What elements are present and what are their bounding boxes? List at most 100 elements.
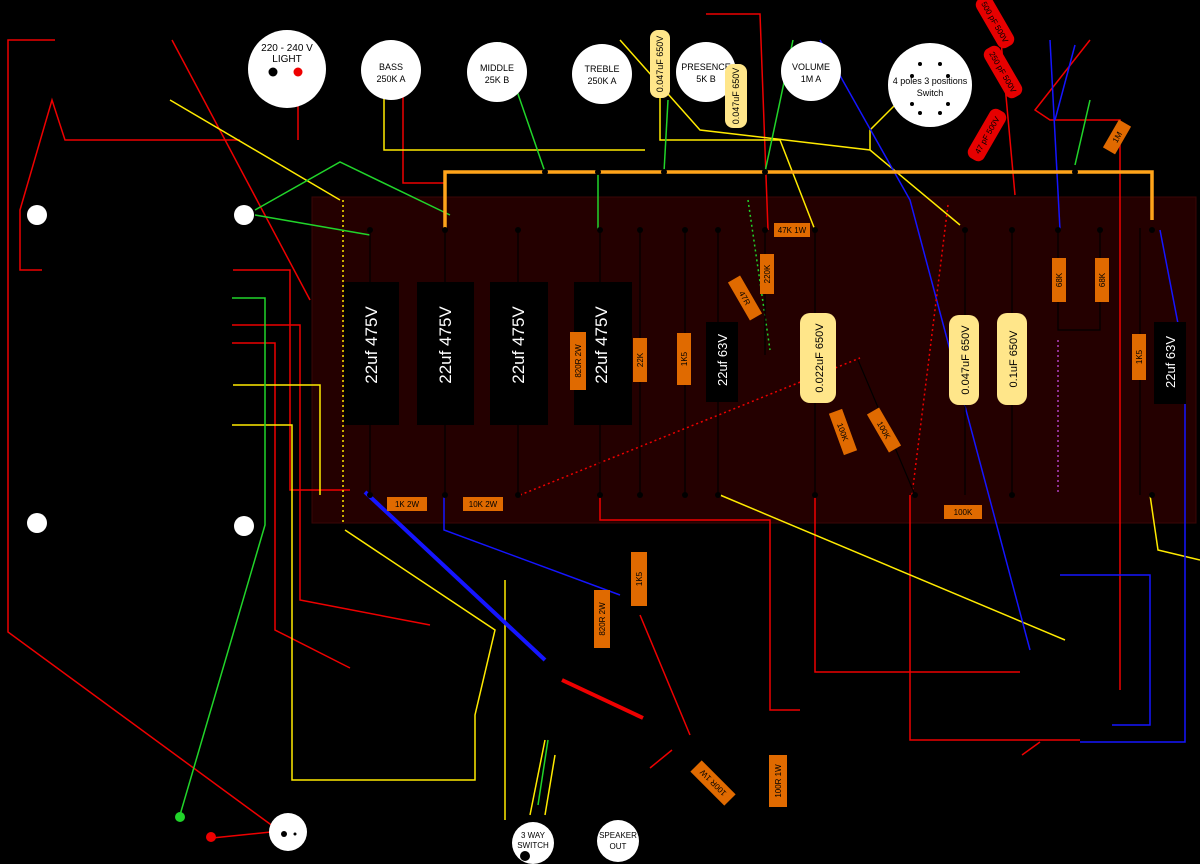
red-wire (639, 614, 691, 736)
bass-pot[interactable]: BASS 250K A (361, 40, 421, 100)
turret-dots (367, 169, 1155, 498)
resistor: 10K 2W (463, 497, 503, 511)
blue-wire (819, 39, 1031, 651)
blue-wire (1049, 39, 1061, 231)
middle-pot-label: MIDDLE (480, 63, 514, 73)
green-wire (254, 214, 371, 236)
green-terminal (175, 812, 185, 822)
yellow-wire (659, 72, 816, 231)
yellow-wire (544, 754, 556, 816)
red-wire (1033, 39, 1121, 690)
resistor-220k-label: 220K (763, 264, 772, 283)
resistor-22k-label: 22K (636, 352, 645, 367)
resistor: 47K 1W (774, 223, 810, 237)
resistor: 100K (944, 505, 982, 519)
resistor: 100K (828, 408, 858, 456)
four-pole-switch-label-2: Switch (917, 88, 944, 98)
wiring (7, 13, 1200, 839)
resistor-1k5-b-label: 1K5 (1135, 349, 1144, 364)
cap-c3-label: 22uf 475V (509, 306, 528, 384)
blue-wire (1080, 229, 1186, 743)
red-wire (649, 749, 673, 769)
film-cap: 0.047uF 650V (949, 315, 979, 405)
three-way-switch[interactable]: 3 WAY SWITCH (512, 822, 554, 864)
resistor: 1M (1102, 119, 1132, 155)
blue-wire (443, 495, 621, 596)
resistor-68k-b-label: 68K (1098, 272, 1107, 287)
volume-pot-label: VOLUME (792, 62, 830, 72)
three-way-switch-label-1: 3 WAY (521, 831, 546, 840)
green-wire (663, 99, 669, 173)
input-jack[interactable] (269, 813, 307, 851)
film-cap-top2-label: 0.047uF 650V (731, 68, 741, 125)
film-cap: 0.047uF 650V (725, 64, 747, 128)
resistor: 47R (727, 275, 763, 321)
red-wire-thick (561, 678, 644, 720)
ht-bus-orange (443, 170, 1154, 230)
resistor-100k-c-label: 100K (954, 508, 973, 517)
treble-pot-value: 250K A (587, 76, 616, 86)
green-dotted-wire (747, 199, 771, 351)
yellow-wire (232, 424, 496, 781)
yellow-wire (383, 95, 645, 151)
three-way-switch-label-2: SWITCH (517, 841, 549, 850)
cap-c6-label: 22uf 63V (1163, 336, 1178, 388)
resistor: 1K 2W (387, 497, 427, 511)
speaker-out-jack[interactable]: SPEAKER OUT (597, 820, 639, 862)
electrolytic-cap: 22uf 475V (344, 282, 399, 425)
resistor-1k5-a-label: 1K5 (680, 351, 689, 366)
red-wire (19, 97, 240, 271)
red-wire (232, 342, 351, 669)
red-wire (909, 495, 1080, 741)
four-pole-switch-label-1: 4 poles 3 positions (893, 76, 968, 86)
film-cap-0047-label: 0.047uF 650V (960, 325, 972, 395)
cap-c2-label: 22uf 475V (436, 306, 455, 384)
resistor-47k-label: 47K 1W (778, 226, 807, 235)
resistor: 1K5 (1132, 334, 1146, 380)
resistor: 220K (760, 254, 774, 294)
film-cap-top1-label: 0.047uF 650V (655, 36, 665, 93)
red-dotted-wire (911, 204, 949, 496)
resistor: 820R 2W (594, 590, 610, 648)
resistor-820-top-label: 820R 2W (574, 344, 583, 378)
resistor-100r1w-b-label: 100R 1W (774, 764, 783, 798)
film-cap-01-label: 0.1uF 650V (1008, 330, 1020, 388)
blue-wire (1060, 574, 1151, 726)
bass-pot-value: 250K A (376, 74, 405, 84)
cap-c5-label: 22uf 63V (715, 334, 730, 386)
four-pole-switch[interactable]: 4 poles 3 positions Switch (888, 43, 972, 127)
yellow-wire (529, 739, 546, 816)
resistor: 22K (633, 338, 647, 382)
blue-wire (1054, 44, 1076, 121)
volume-pot[interactable]: VOLUME 1M A (781, 41, 841, 101)
middle-pot[interactable]: MIDDLE 25K B (467, 42, 527, 102)
green-wire (537, 739, 549, 806)
film-cap-0022-label: 0.022uF 650V (814, 323, 826, 393)
electrolytic-cap: 22uf 63V (1154, 322, 1186, 404)
green-wire (254, 161, 451, 216)
yellow-wire (719, 494, 1066, 641)
resistor-10k2w-label: 10K 2W (469, 500, 498, 509)
middle-pot-value: 25K B (485, 75, 510, 85)
green-wire (1074, 99, 1091, 166)
volume-pot-value: 1M A (801, 74, 822, 84)
resistor: 1K5 (677, 333, 691, 385)
treble-pot[interactable]: TREBLE 250K A (572, 44, 632, 104)
resistor-1k2w-label: 1K 2W (395, 500, 419, 509)
pilot-light-label-2: LIGHT (272, 54, 301, 65)
presence-pot[interactable]: PRESENCE 5K B (676, 42, 736, 102)
red-wire (599, 495, 800, 711)
bass-pot-label: BASS (379, 62, 403, 72)
electrolytic-cap: 22uf 475V (490, 282, 548, 425)
resistor: 68K (1095, 258, 1109, 302)
red-wire (814, 495, 1020, 673)
green-wire (179, 297, 266, 816)
cap-c1-label: 22uf 475V (362, 306, 381, 384)
resistor: 100R 1W (769, 755, 787, 807)
pilot-light: 220 - 240 V LIGHT (248, 30, 326, 108)
yellow-wire (1149, 494, 1200, 561)
pilot-light-label-1: 220 - 240 V (261, 43, 313, 54)
resistor: 68K (1052, 258, 1066, 302)
resistors: 47K 1W 220K 47R 820R 2W 22K 1K5 100K 10 (387, 119, 1146, 807)
